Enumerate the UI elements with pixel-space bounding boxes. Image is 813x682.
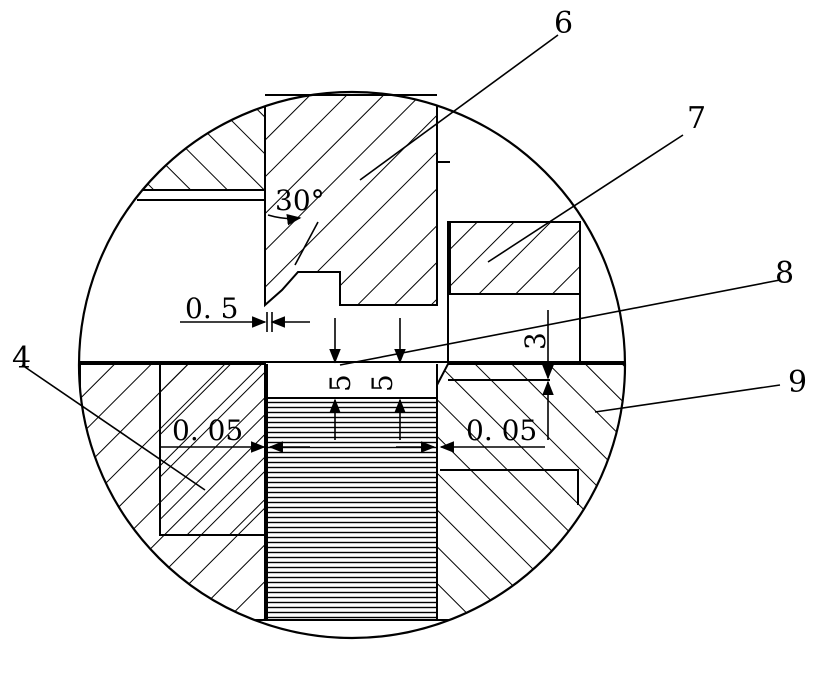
callout-9: 9 (788, 365, 807, 400)
leader-6 (359, 34, 559, 181)
upper-left-block (99, 99, 266, 191)
leader-lines (21, 34, 781, 491)
leader-7 (487, 134, 684, 263)
part-9-body (436, 363, 625, 621)
part-4-insert (159, 363, 266, 536)
dim-clear-right: 0. 05 (466, 414, 537, 447)
dim-depth-a: 5 (324, 374, 357, 392)
dim-gap-0-5: 0. 5 (185, 292, 238, 325)
detail-circle (77, 90, 627, 640)
part-7-body (449, 221, 581, 295)
core-lined-region (266, 397, 438, 621)
dim-depth-b: 5 (366, 374, 399, 392)
callout-4: 4 (12, 341, 31, 376)
leader-8 (339, 279, 781, 366)
leader-4 (21, 364, 206, 491)
callout-8: 8 (775, 256, 794, 291)
callout-7: 7 (687, 101, 706, 136)
outline-lines (80, 94, 625, 536)
dim-clear-left: 0. 05 (172, 414, 243, 447)
dim-step-3: 3 (519, 332, 552, 350)
leader-9 (594, 384, 781, 413)
section-body (79, 94, 625, 621)
dimension-lines (160, 214, 554, 453)
dim-angle-30: 30° (275, 184, 325, 217)
callout-6: 6 (554, 6, 573, 41)
leader-30deg (294, 221, 319, 266)
